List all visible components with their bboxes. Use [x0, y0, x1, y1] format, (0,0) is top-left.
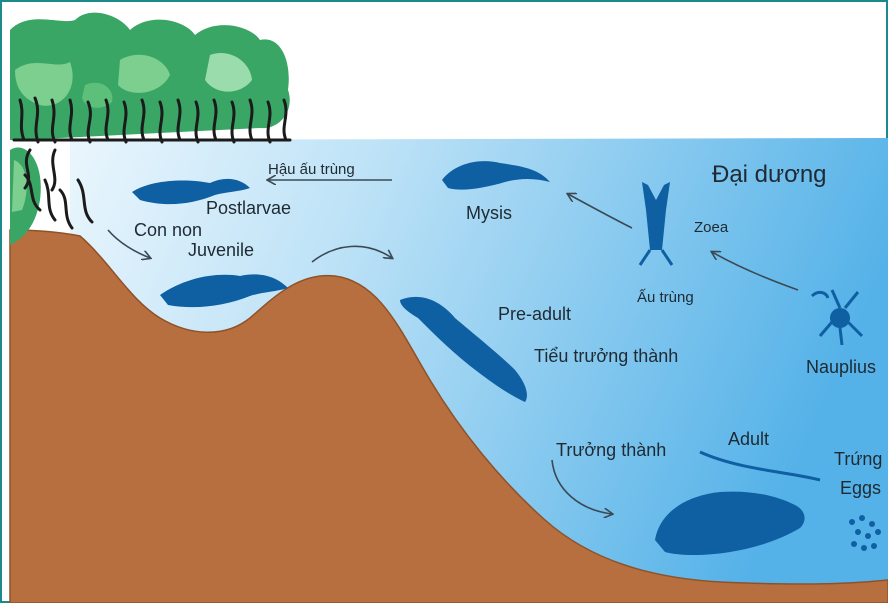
juvenile-en-label: Juvenile	[188, 240, 254, 260]
postlarvae-en-label: Postlarvae	[206, 198, 291, 218]
adult-en-label: Adult	[728, 429, 769, 449]
zoea-label: Zoea	[694, 219, 729, 236]
eggs-vi-label: Trứng	[834, 449, 882, 469]
nauplius-label: Nauplius	[806, 357, 876, 377]
larva-vi-label: Ấu trùng	[637, 289, 694, 306]
preadult-en-label: Pre-adult	[498, 304, 571, 324]
mysis-label: Mysis	[466, 203, 512, 223]
preadult-vi-label: Tiểu trưởng thành	[534, 346, 678, 366]
juvenile-vi-label: Con non	[134, 220, 202, 240]
ocean-label: Đại dương	[712, 161, 827, 188]
adult-vi-label: Trưởng thành	[556, 440, 666, 460]
postlarvae-vi-label: Hậu ấu trùng	[268, 161, 355, 178]
eggs-en-label: Eggs	[840, 478, 881, 498]
